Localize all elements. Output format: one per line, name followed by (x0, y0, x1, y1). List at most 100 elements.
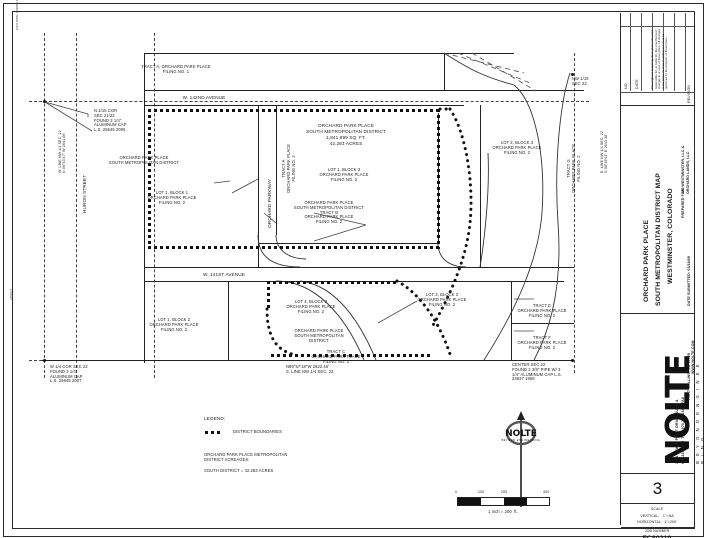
job-number-value: FC80219 (643, 535, 672, 538)
title-block: NO. DATE REVISION The engineer preparing… (620, 13, 705, 538)
bearing-label-east-line: E. LINE NW 1/4 SEC. 22 S 00°49'01" E 264… (600, 131, 609, 173)
street-label-141st: W. 141ST AVENUE (203, 272, 245, 277)
district-boundary-east-upper (437, 109, 440, 249)
parcel-label-rotated: TRACT A ORCHARD PARK PLACE FILING NO. 2 (281, 143, 296, 193)
job-number-label: JOB NUMBER (644, 529, 670, 533)
parcel-label: LOT 4, BLOCK 3 ORCHARD PARK PLACE FILING… (286, 299, 336, 314)
legend-title: LEGEND: (204, 416, 226, 421)
parcel-label: ORCHARD PARK PLACE SOUTH METROPOLITAN DI… (108, 155, 180, 165)
scale-bar (457, 497, 550, 506)
tract-a-east-line (444, 53, 445, 91)
parcel-label-rotated: TRACT G ORCHARD PARK PLACE FILING NO. 2 (566, 143, 581, 193)
parcel-label: TRACT A, ORCHARD PARK PLACE FILING NO. 1 (141, 64, 211, 74)
district-label-line3: 1,841,899 SQ. FT. (326, 135, 366, 140)
section-line-east (574, 53, 575, 373)
tract-a-north-line (144, 53, 444, 54)
lot1-blk2-east-line (228, 281, 229, 360)
row-line-142nd (29, 101, 589, 102)
street-141st-north-edge (144, 267, 574, 268)
nolte-tagline: B E Y O N D E N G I N E E R I N G (695, 362, 705, 464)
job-number-box: JOB NUMBER FC80219 (621, 528, 694, 538)
district-boundary-south-upper (148, 246, 440, 249)
legend-acreage-title: ORCHARD PARK PLACE METROPOLITAN DISTRICT… (204, 452, 288, 462)
map-drawing-area: W. 142ND AVENUE W. 141ST AVENUE HURON ST… (14, 13, 618, 525)
district-boundary-west-lower (267, 281, 270, 311)
sheet-inner-border (12, 11, 695, 529)
svg-text:BEYOND ENGINEERING: BEYOND ENGINEERING (502, 438, 541, 442)
tract-a-north-line-2 (444, 53, 514, 54)
sheet-outer-border (3, 3, 704, 537)
firm-phone: 970.223.2340 TEL 970.225.2348 FAX (681, 396, 685, 464)
parcel-label: ORCHARD PARK PLACE SOUTH METROPOLITAN DI… (293, 200, 365, 225)
revision-block: NO. DATE REVISION The engineer preparing… (621, 13, 694, 106)
scale-tick-100: 100 (478, 490, 485, 494)
district-boundary-curves (265, 107, 473, 356)
street-label-142nd: W. 142ND AVENUE (182, 95, 226, 100)
bearing-label-west-line: W. LINE NW 1/4 SEC. 22 N 00°43'47" W 264… (58, 130, 67, 173)
scale-horizontal: HORIZONTAL: 1"=200' (637, 520, 677, 524)
legend-entry-label: DISTRICT BOUNDARIES (233, 429, 282, 434)
row-line-huron-w (76, 33, 77, 378)
scale-box-label: SCALE (650, 507, 664, 511)
section-line-west (44, 33, 45, 378)
prepared-for-value: J26 WESTMINSTER, LLC & ORCHARD LANDS, LL… (681, 145, 690, 194)
orchard-pkwy-east-edge (276, 105, 277, 235)
firm-website: WWW.NOLTE.COM (691, 340, 695, 374)
revision-header-revision: REVISION (687, 85, 691, 103)
parcel-label: LOT 2, BLOCK 3 ORCHARD PARK PLACE FILING… (492, 140, 542, 155)
parcel-label: TRACT E ORCHARD PARK PLACE FILING NO. 2 (517, 303, 567, 318)
orchard-pkwy-west-edge (258, 105, 259, 268)
parcel-label: LOT 3, BLOCK 3 ORCHARD PARK PLACE FILING… (417, 292, 467, 307)
street-label-orchard-pkwy: ORCHARD PARKWAY (267, 178, 272, 228)
row-line-huron-e (154, 33, 155, 378)
street-142nd-north-edge (144, 90, 584, 91)
parcel-label: LOT 1, BLOCK 2 ORCHARD PARK PLACE FILING… (149, 317, 199, 332)
street-142nd-south-edge (144, 105, 464, 106)
project-title-line3: WESTMINSTER, COLORADO (667, 188, 674, 284)
north-arrow: NOLTE BEYOND ENGINEERING (501, 411, 541, 516)
parcel-label: LOT 1, BLOCK 1 ORCHARD PARK PLACE FILING… (147, 190, 197, 205)
firm-address-1: 1901 SHARP POINT DRIVE, SUITE A (675, 399, 679, 464)
monument-n-1-16-cor (43, 100, 46, 103)
district-boundary-north (148, 109, 440, 112)
project-title-line1: ORCHARD PARK PLACE (643, 219, 650, 302)
lot-line-interior (258, 243, 438, 244)
title-area: ORCHARD PARK PLACE SOUTH METROPOLITAN DI… (621, 106, 694, 314)
date-submitted: DATE SUBMITTED: 03/18/09 (687, 255, 691, 306)
parcel-label: ORCHARD PARK PLACE SOUTH METROPOLITAN DI… (294, 328, 344, 343)
monument-w-1-4-cor (43, 359, 46, 362)
monument-label: NW 1/16 SEC 22 (572, 76, 589, 86)
district-boundary-north-lower (267, 281, 397, 284)
parcel-label: LOT 1, BLOCK 3 ORCHARD PARK PLACE FILING… (319, 167, 369, 182)
parcel-label: TRACT F ORCHARD PARK PLACE FILING NO. 2 (517, 335, 567, 350)
scale-tick-400: 400 (543, 490, 550, 494)
plot-stamp-layout: LAYOUT: (9, 288, 13, 300)
firm-logo-block: NOLTE B E Y O N D E N G I N E E R I N G … (621, 314, 705, 474)
leader-lines (44, 101, 534, 332)
scale-vertical: VERTICAL: 1"=NA (640, 514, 674, 518)
legend-acreage-value: SOUTH DISTRICT = 42.283 ACRES (204, 468, 274, 473)
parcel-label: TRACT C ORCHARD PARK PLACE FILING NO. 2 (311, 349, 361, 364)
district-label-line1: ORCHARD PARK PLACE (318, 123, 374, 128)
lot2-blk3-west-line (480, 105, 481, 267)
scale-tick-200: 200 (501, 490, 508, 494)
district-label-line4: 42.283 ACRES (329, 141, 363, 146)
monument-nw-1-16 (571, 73, 574, 76)
monument-label: CENTER SEC 22 FOUND 2 3/8" PIPE W/ 3 1/4… (512, 362, 562, 382)
revision-header-no: NO. (624, 82, 628, 89)
district-label-line2: SOUTH METROPOLITAN DISTRICT (306, 129, 386, 134)
south-section-line (42, 360, 572, 361)
project-title-line2: SOUTH METROPOLITAN DISTRICT MAP (655, 173, 662, 306)
scale-bar-caption: 1 inch = 200 ft. (488, 509, 518, 514)
scale-tick-0: 0 (455, 490, 458, 494)
tract-e-f-split (511, 323, 574, 324)
bearing-label-south-line: N89°57'18"W 2622.46' S. LINE NW 1/4 SEC.… (286, 364, 334, 374)
monument-center-sec-22 (571, 359, 574, 362)
district-boundary-south-lower (271, 354, 431, 357)
north-arrow-badge-text: NOLTE (505, 429, 537, 439)
disclaimer-text: The engineer preparing these plans will … (651, 28, 668, 89)
lot1-blk2-north-line (144, 281, 229, 282)
monument-label: W 1/4 COR SEC 22 FOUND 3 1/4" ALUMINUM C… (50, 364, 88, 384)
tract-ef-west-line (511, 281, 512, 360)
huron-street-east-row (144, 53, 145, 363)
